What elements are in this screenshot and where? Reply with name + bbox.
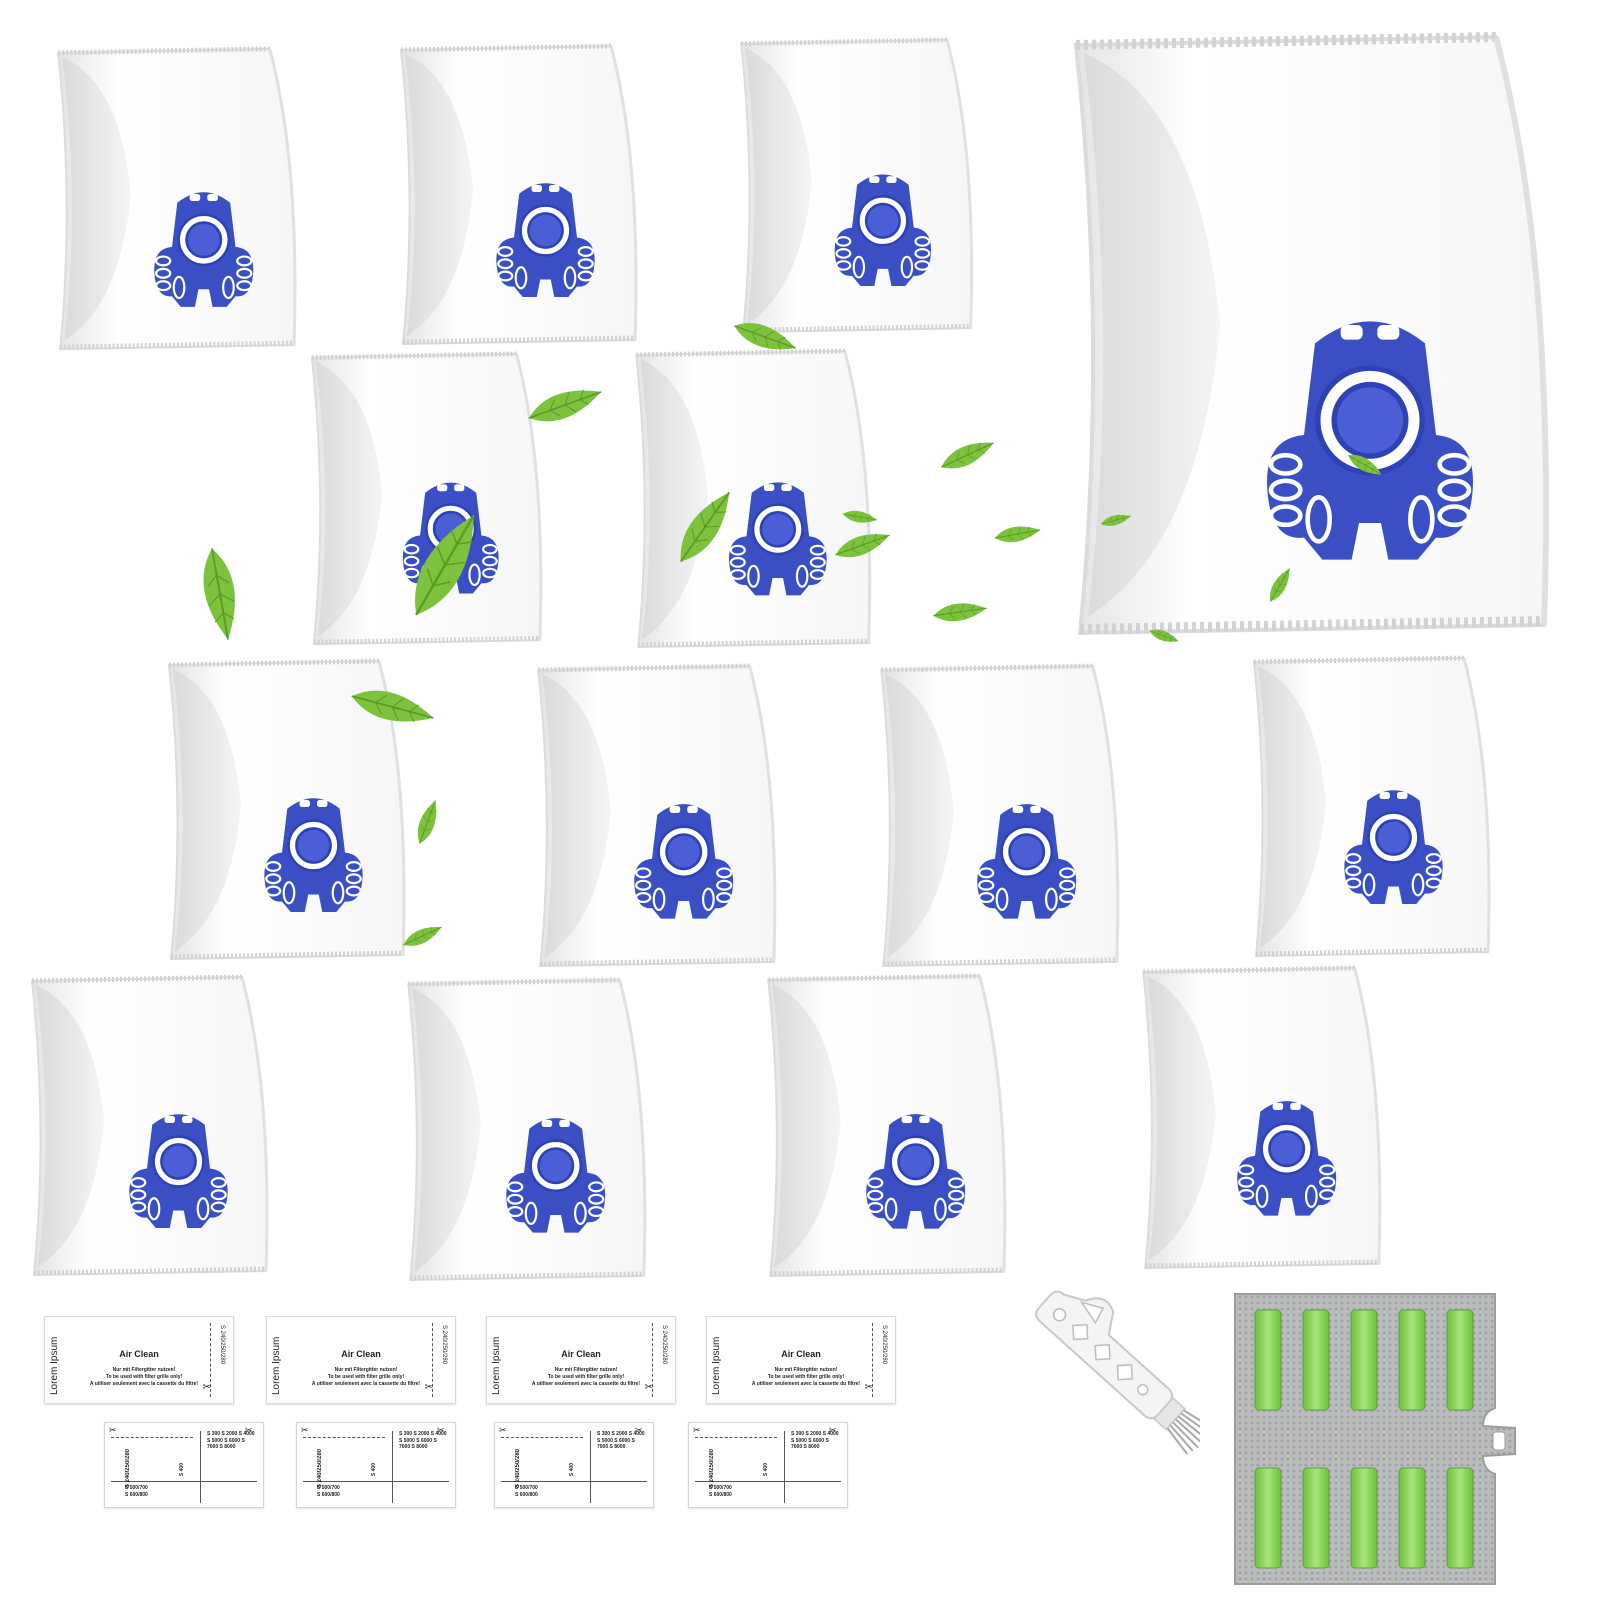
leaf-icon bbox=[923, 593, 996, 630]
motor-filter: Lorem Ipsum Air Clean Nur mit Filtergitt… bbox=[44, 1316, 234, 1404]
dust-bag-icon bbox=[860, 660, 1128, 972]
scissors-icon: ✂ bbox=[644, 1382, 653, 1393]
filter-code: S 240/250/280 bbox=[661, 1325, 667, 1365]
leaf-icon bbox=[932, 428, 1004, 483]
motor-filter: Lorem Ipsum Air Clean Nur mit Filtergitt… bbox=[486, 1316, 676, 1404]
scissors-icon: ✂ bbox=[424, 1382, 433, 1393]
dust-bag-icon bbox=[14, 970, 274, 1282]
filter-title: Air Clean bbox=[781, 1349, 821, 1359]
exhaust-filter: S 240/250/280 S 300 S 2000 S 4000 S 5000… bbox=[688, 1422, 848, 1508]
motor-filter: Lorem Ipsum Air Clean Nur mit Filtergitt… bbox=[706, 1316, 896, 1404]
filter-brand: Lorem Ipsum bbox=[491, 1336, 502, 1395]
leaf-icon bbox=[407, 792, 448, 852]
filter-code: S 240/250/280 bbox=[441, 1325, 447, 1365]
scissors-icon: ✂ bbox=[499, 1425, 507, 1435]
filter-title: Air Clean bbox=[561, 1349, 601, 1359]
scissors-icon: ✂ bbox=[301, 1425, 309, 1435]
dust-bag-icon bbox=[720, 34, 982, 338]
cleaning-brush-tool-icon bbox=[900, 1290, 1200, 1570]
leaf-icon bbox=[988, 517, 1046, 550]
scissors-icon: ✂ bbox=[635, 1425, 643, 1435]
leaf-icon bbox=[187, 536, 253, 653]
exhaust-filter: S 240/250/280 S 300 S 2000 S 4000 S 5000… bbox=[296, 1422, 456, 1508]
air-freshener-blister-icon bbox=[1225, 1288, 1525, 1588]
dust-bag-large bbox=[1040, 10, 1560, 660]
scissors-icon: ✂ bbox=[245, 1425, 253, 1435]
dust-bag-icon bbox=[382, 40, 644, 350]
filter-brand: Lorem Ipsum bbox=[49, 1336, 60, 1395]
motor-filter: Lorem Ipsum Air Clean Nur mit Filtergitt… bbox=[266, 1316, 456, 1404]
dust-bag-icon bbox=[390, 974, 652, 1286]
exhaust-filter: S 240/250/280 S 300 S 2000 S 4000 S 5000… bbox=[494, 1422, 654, 1508]
scissors-icon: ✂ bbox=[864, 1382, 873, 1393]
dust-bag-icon bbox=[1235, 652, 1497, 962]
scissors-icon: ✂ bbox=[829, 1425, 837, 1435]
filter-title: Air Clean bbox=[341, 1349, 381, 1359]
filter-brand: Lorem Ipsum bbox=[711, 1336, 722, 1395]
exhaust-filter: S 240/250/280 S 300 S 2000 S 4000 S 5000… bbox=[104, 1422, 264, 1508]
scissors-icon: ✂ bbox=[202, 1382, 211, 1393]
scissors-icon: ✂ bbox=[109, 1425, 117, 1435]
filter-code: S 240/250/280 bbox=[219, 1325, 225, 1365]
dust-bag-icon bbox=[1125, 962, 1387, 1274]
filter-title: Air Clean bbox=[119, 1349, 159, 1359]
dust-bag-icon bbox=[40, 40, 302, 358]
scissors-icon: ✂ bbox=[693, 1425, 701, 1435]
scissors-icon: ✂ bbox=[437, 1425, 445, 1435]
dust-bag-icon bbox=[750, 970, 1012, 1282]
filter-brand: Lorem Ipsum bbox=[271, 1336, 282, 1395]
dust-bag-icon bbox=[520, 660, 782, 972]
filter-code: S 240/250/280 bbox=[881, 1325, 887, 1365]
